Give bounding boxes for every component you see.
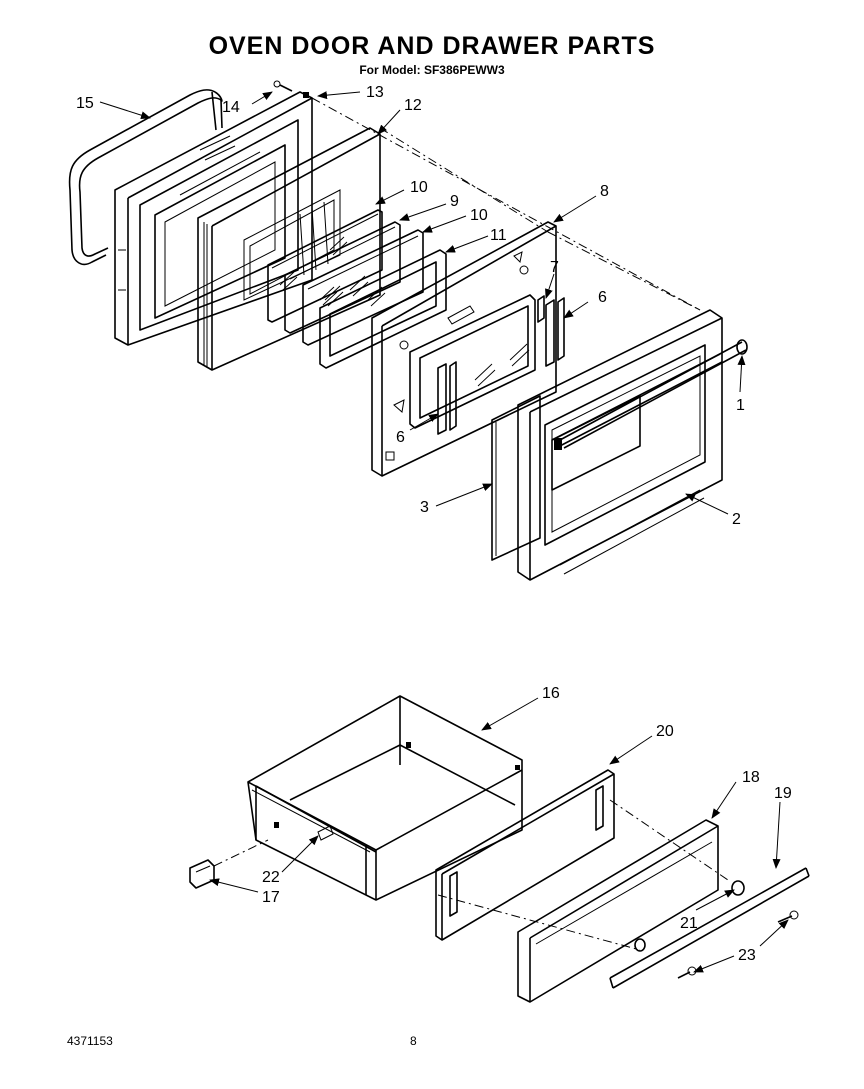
part-9-glass-panel <box>284 221 401 334</box>
callout-18: 18 <box>742 769 760 786</box>
callout-8: 8 <box>600 183 609 200</box>
part-11-glass-frame <box>319 249 447 369</box>
alignment-lines <box>311 97 701 311</box>
part-10-glass-panel-lower <box>302 229 424 346</box>
page-number: 8 <box>410 1034 417 1048</box>
part-12-inner-door-panel <box>197 127 381 371</box>
part-6-hinge-channel-left <box>437 361 457 435</box>
callout-23: 23 <box>738 947 756 964</box>
callout-14: 14 <box>222 99 240 116</box>
page-title: OVEN DOOR AND DRAWER PARTS <box>208 32 656 60</box>
callout-22: 22 <box>262 869 280 886</box>
callout-21: 21 <box>680 915 698 932</box>
callout-16: 16 <box>542 685 560 702</box>
part-8-door-liner <box>371 221 557 477</box>
callout-15: 15 <box>76 95 94 112</box>
callout-17: 17 <box>262 889 280 906</box>
part-10-glass-panel-upper <box>267 209 383 323</box>
part-3-door-glass <box>491 395 541 561</box>
part-6-hinge-channel-right <box>545 297 565 367</box>
part-18-drawer-front <box>437 799 745 1003</box>
model-subtitle: For Model: SF386PEWW3 <box>359 63 505 77</box>
part-15-door-handle <box>68 89 223 266</box>
callout-6-right: 6 <box>598 289 607 306</box>
callout-2: 2 <box>732 511 741 528</box>
callout-1: 1 <box>736 397 745 414</box>
callout-12: 12 <box>404 97 422 114</box>
part-19-drawer-handle <box>609 867 810 989</box>
callout-10-upper: 10 <box>410 179 428 196</box>
part-16-drawer-pan <box>247 695 523 901</box>
callout-19: 19 <box>774 785 792 802</box>
callout-3: 3 <box>420 499 429 516</box>
leader-lines <box>99 91 789 973</box>
callout-10-lower: 10 <box>470 207 488 224</box>
part-1-handle-rod <box>554 339 748 450</box>
callout-9: 9 <box>450 193 459 210</box>
part-number: 4371153 <box>67 1034 113 1048</box>
callout-7: 7 <box>550 259 559 276</box>
callout-labels: 15 14 13 12 10 9 10 11 8 7 6 6 1 3 2 16 … <box>76 84 792 964</box>
part-7-clip <box>537 295 545 323</box>
part-2-outer-door <box>517 309 723 581</box>
callout-11: 11 <box>490 227 507 244</box>
callout-6-left: 6 <box>396 429 405 446</box>
part-20-drawer-front-liner <box>435 769 615 941</box>
callout-20: 20 <box>656 723 674 740</box>
callout-13: 13 <box>366 84 384 101</box>
part-17-drawer-glide <box>189 839 269 889</box>
